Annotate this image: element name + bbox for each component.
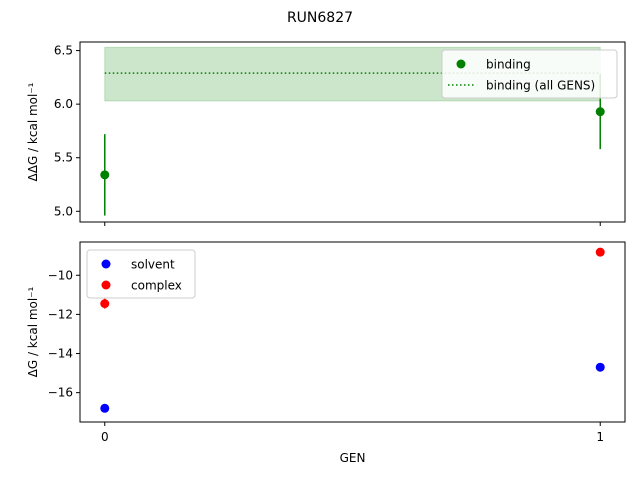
y-tick-label: −12 (48, 307, 73, 321)
data-point (100, 170, 110, 180)
legend-box (441, 49, 618, 99)
data-point (595, 362, 605, 372)
x-tick-label: 0 (101, 430, 109, 444)
legend: binding binding (all GENS) (441, 49, 618, 99)
chart-panel-bottom: −16 −14 −12 −10 0 1 ΔG / kcal mol⁻¹ GEN solvent c… (26, 241, 626, 465)
legend-label: binding (all GENS) (486, 79, 595, 93)
y-tick-label: 5.0 (54, 204, 73, 218)
legend-box (86, 249, 196, 299)
legend-swatch (101, 280, 111, 290)
legend-label: binding (486, 58, 531, 72)
data-point (595, 247, 605, 257)
data-point (100, 403, 110, 413)
y-axis-label: ΔΔG / kcal mol⁻¹ (26, 82, 40, 181)
legend-swatch (456, 59, 466, 69)
legend-swatch (101, 259, 111, 269)
y-tick-label: −16 (48, 386, 73, 400)
y-tick-label: −10 (48, 268, 73, 282)
data-point (595, 107, 605, 117)
legend-label: complex (131, 279, 182, 293)
x-tick-label: 1 (596, 430, 604, 444)
axes-frame (79, 241, 626, 423)
x-axis-label: GEN (340, 451, 366, 465)
legend-label: solvent (131, 258, 175, 272)
y-tick-label: −14 (48, 347, 73, 361)
data-point (100, 299, 110, 309)
figure-title: RUN6827 (287, 10, 353, 26)
axes-frame (79, 41, 626, 223)
y-axis-label: ΔG / kcal mol⁻¹ (26, 286, 40, 377)
y-tick-label: 5.5 (54, 151, 73, 165)
y-tick-label: 6.5 (54, 44, 73, 58)
legend: solvent complex (86, 249, 196, 299)
y-tick-label: 6.0 (54, 97, 73, 111)
